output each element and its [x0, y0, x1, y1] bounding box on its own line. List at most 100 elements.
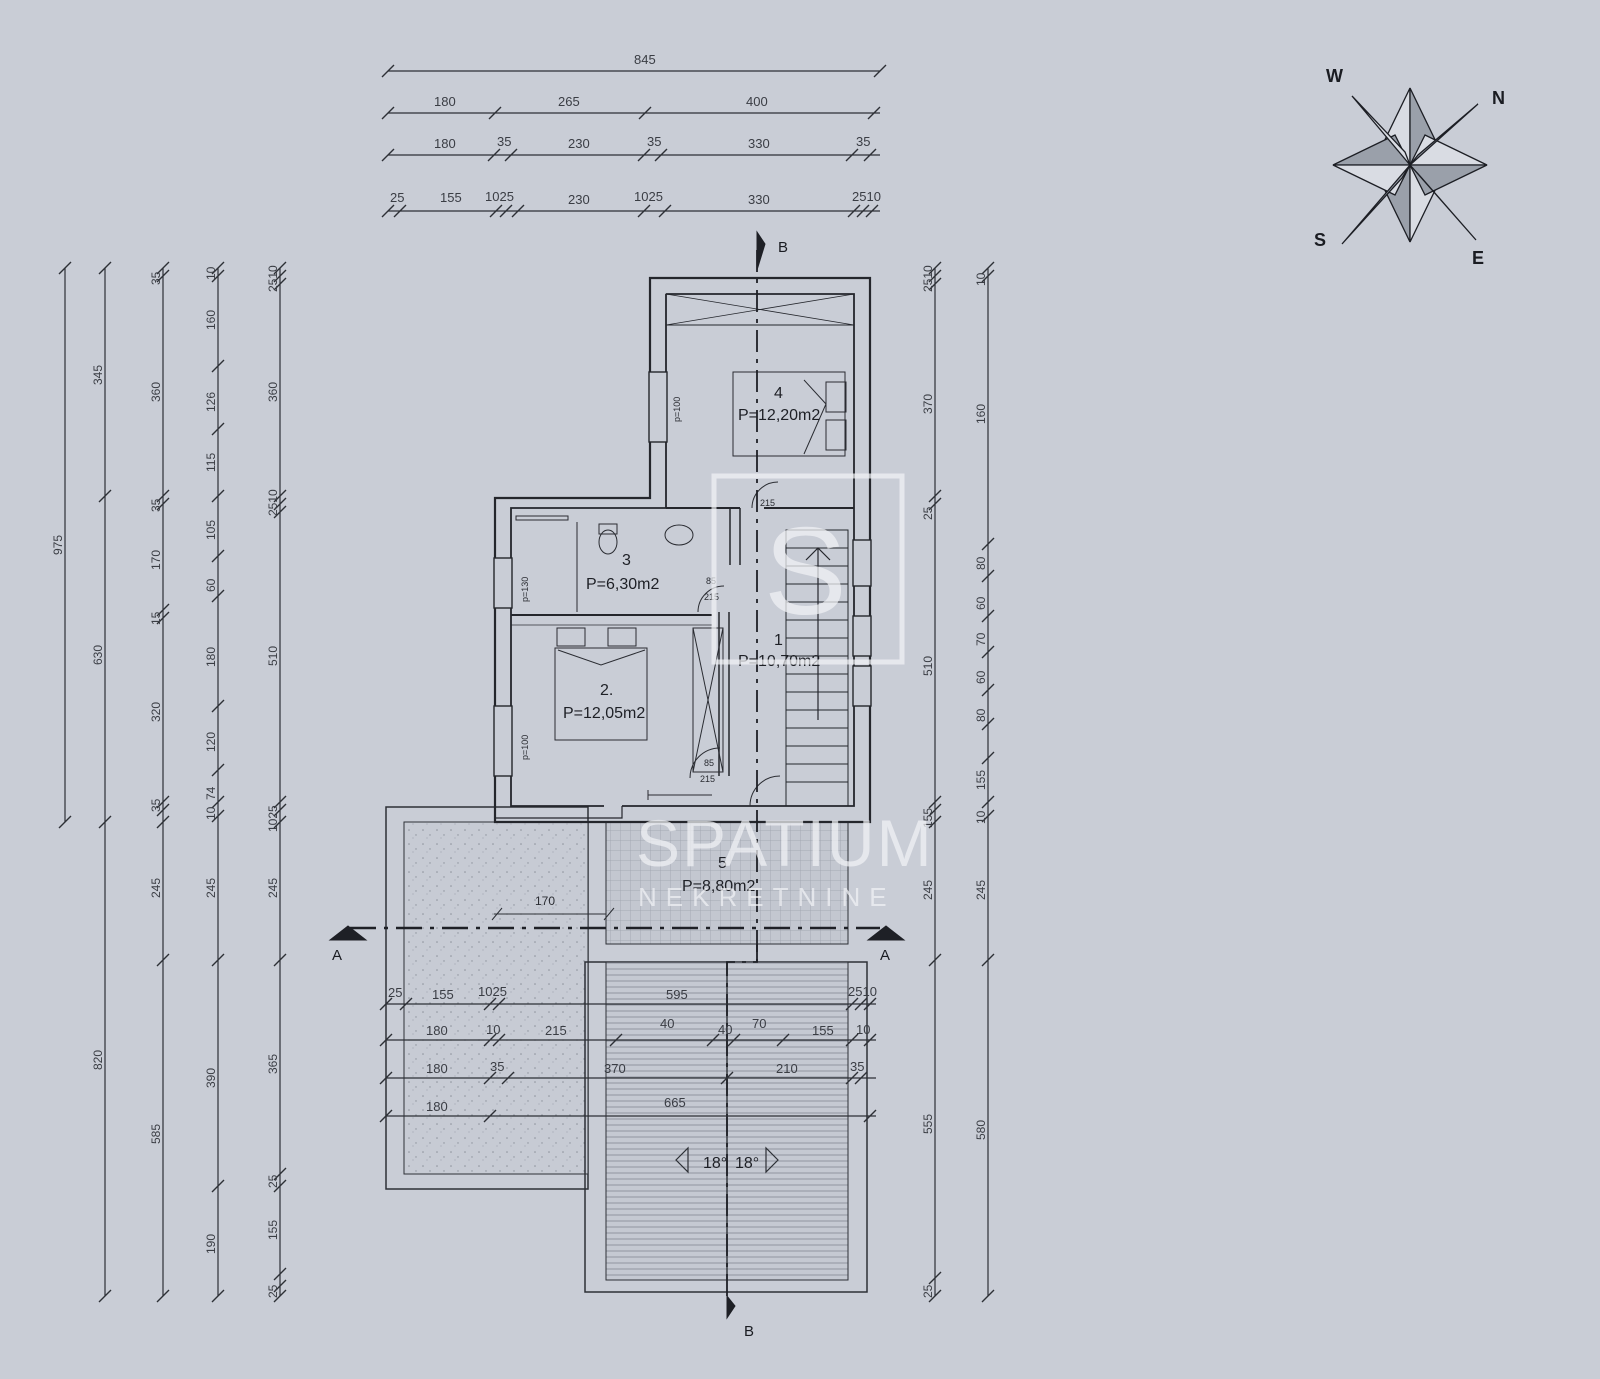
dim-label: 155	[921, 808, 935, 828]
door-label: 215	[700, 774, 715, 784]
dim-label: 245	[149, 878, 163, 898]
section-label-a: A	[880, 947, 890, 964]
left-dimension-labels: 975 345 630 820 35 360 35 170 15 320 35 …	[51, 265, 280, 1298]
room-number: 4	[774, 385, 783, 402]
dim-label: 215	[545, 1023, 567, 1038]
dim-label: 555	[921, 1114, 935, 1134]
wardrobe	[692, 627, 724, 773]
bed-room2	[554, 647, 648, 741]
dim-label: 320	[149, 702, 163, 722]
dim-label: 820	[91, 1050, 105, 1070]
dim-label: 330	[748, 136, 770, 151]
right-dimension-labels: 2510 370 25 510 155 245 555 25 10 160 80…	[921, 265, 988, 1298]
dim-label: 180	[434, 136, 456, 151]
window-label: p=100	[672, 397, 682, 422]
dim-label: 370	[604, 1061, 626, 1076]
dim-label: 35	[149, 798, 163, 812]
dim-label: 365	[266, 1054, 280, 1074]
compass-w: W	[1326, 66, 1343, 86]
watermark-sub: NEKRETNINE	[638, 882, 896, 912]
room-number: 5	[718, 855, 727, 872]
dim-label: 155	[432, 987, 454, 1002]
dim-label: 370	[921, 394, 935, 414]
dim-label: 25	[921, 506, 935, 520]
windows	[493, 371, 872, 777]
dim-label: 155	[974, 770, 988, 790]
section-label-a: A	[332, 947, 342, 964]
lower-dimension-labels: 25 155 1025 595 2510 180 10 215 40 40 70…	[388, 984, 877, 1114]
dim-label: 975	[51, 535, 65, 555]
dim-label: 180	[426, 1061, 448, 1076]
dim-label: 630	[91, 645, 105, 665]
terrace-tiled	[605, 821, 849, 945]
dim-label: 10	[974, 810, 988, 824]
room-area: P=6,30m2	[586, 576, 659, 593]
dim-label: 180	[434, 94, 456, 109]
dim-label: 245	[921, 880, 935, 900]
dim-label: 70	[752, 1016, 766, 1031]
dim-label: 2510	[266, 265, 280, 292]
dim-label: 230	[568, 136, 590, 151]
dim-label: 25	[390, 190, 404, 205]
dim-label: 74	[204, 786, 218, 800]
dim-label: 345	[91, 365, 105, 385]
dim-label: 10	[486, 1022, 500, 1037]
section-label-b: B	[778, 239, 788, 256]
dim-label: 400	[746, 94, 768, 109]
doors	[647, 481, 781, 807]
watermark-logo: S	[764, 503, 847, 641]
dim-label: 390	[204, 1068, 218, 1088]
dim-label: 35	[149, 271, 163, 285]
dim-label: 60	[974, 596, 988, 610]
dim-label: 510	[921, 656, 935, 676]
dim-label: 2510	[848, 984, 877, 999]
dim-label: 2510	[921, 265, 935, 292]
dim-label: 580	[974, 1120, 988, 1140]
dim-label: 595	[666, 987, 688, 1002]
dim-label: 585	[149, 1124, 163, 1144]
dim-label: 1025	[485, 189, 514, 204]
dim-label: 360	[149, 382, 163, 402]
room-area: P=12,20m2	[738, 407, 820, 424]
dim-label: 25	[266, 1284, 280, 1298]
dim-label: 35	[490, 1059, 504, 1074]
dim-label: 160	[204, 310, 218, 330]
dim-label: 1025	[266, 805, 280, 832]
dim-label: 245	[204, 878, 218, 898]
compass-rose	[1332, 87, 1488, 245]
dim-label: 845	[634, 52, 656, 67]
dim-label: 160	[974, 404, 988, 424]
terrace-dim: 170	[535, 894, 555, 908]
dim-label: 1025	[634, 189, 663, 204]
dim-label: 155	[266, 1220, 280, 1240]
furniture	[515, 371, 847, 773]
door-label: 85	[704, 758, 714, 768]
dim-label: 15	[149, 611, 163, 625]
watermark-logo-frame	[711, 473, 905, 665]
dim-label: 105	[204, 520, 218, 540]
bed-room4	[732, 371, 846, 457]
roof-slope-right: 18°	[735, 1155, 759, 1172]
dim-label: 10	[204, 266, 218, 280]
room-area: P=8,80m2	[682, 878, 755, 895]
roof-plan: 18° 18°	[584, 961, 868, 1293]
compass-e: E	[1472, 248, 1484, 268]
dim-label: 245	[266, 878, 280, 898]
lower-dimensions	[379, 997, 877, 1123]
sink	[664, 524, 694, 546]
dim-label: 60	[204, 578, 218, 592]
dim-label: 265	[558, 94, 580, 109]
dim-label: 155	[440, 190, 462, 205]
compass-s: S	[1314, 230, 1326, 250]
dim-label: 115	[204, 453, 218, 472]
dim-label: 665	[664, 1095, 686, 1110]
dim-label: 2510	[266, 489, 280, 516]
dim-label: 210	[776, 1061, 798, 1076]
dim-label: 120	[204, 732, 218, 752]
watermark: S SPATIUM NEKRETNINE	[636, 473, 932, 912]
right-dimensions	[928, 261, 995, 1303]
dim-label: 510	[266, 646, 280, 666]
dim-label: 80	[974, 556, 988, 570]
dim-label: 180	[204, 647, 218, 667]
compass-n: N	[1492, 88, 1505, 108]
